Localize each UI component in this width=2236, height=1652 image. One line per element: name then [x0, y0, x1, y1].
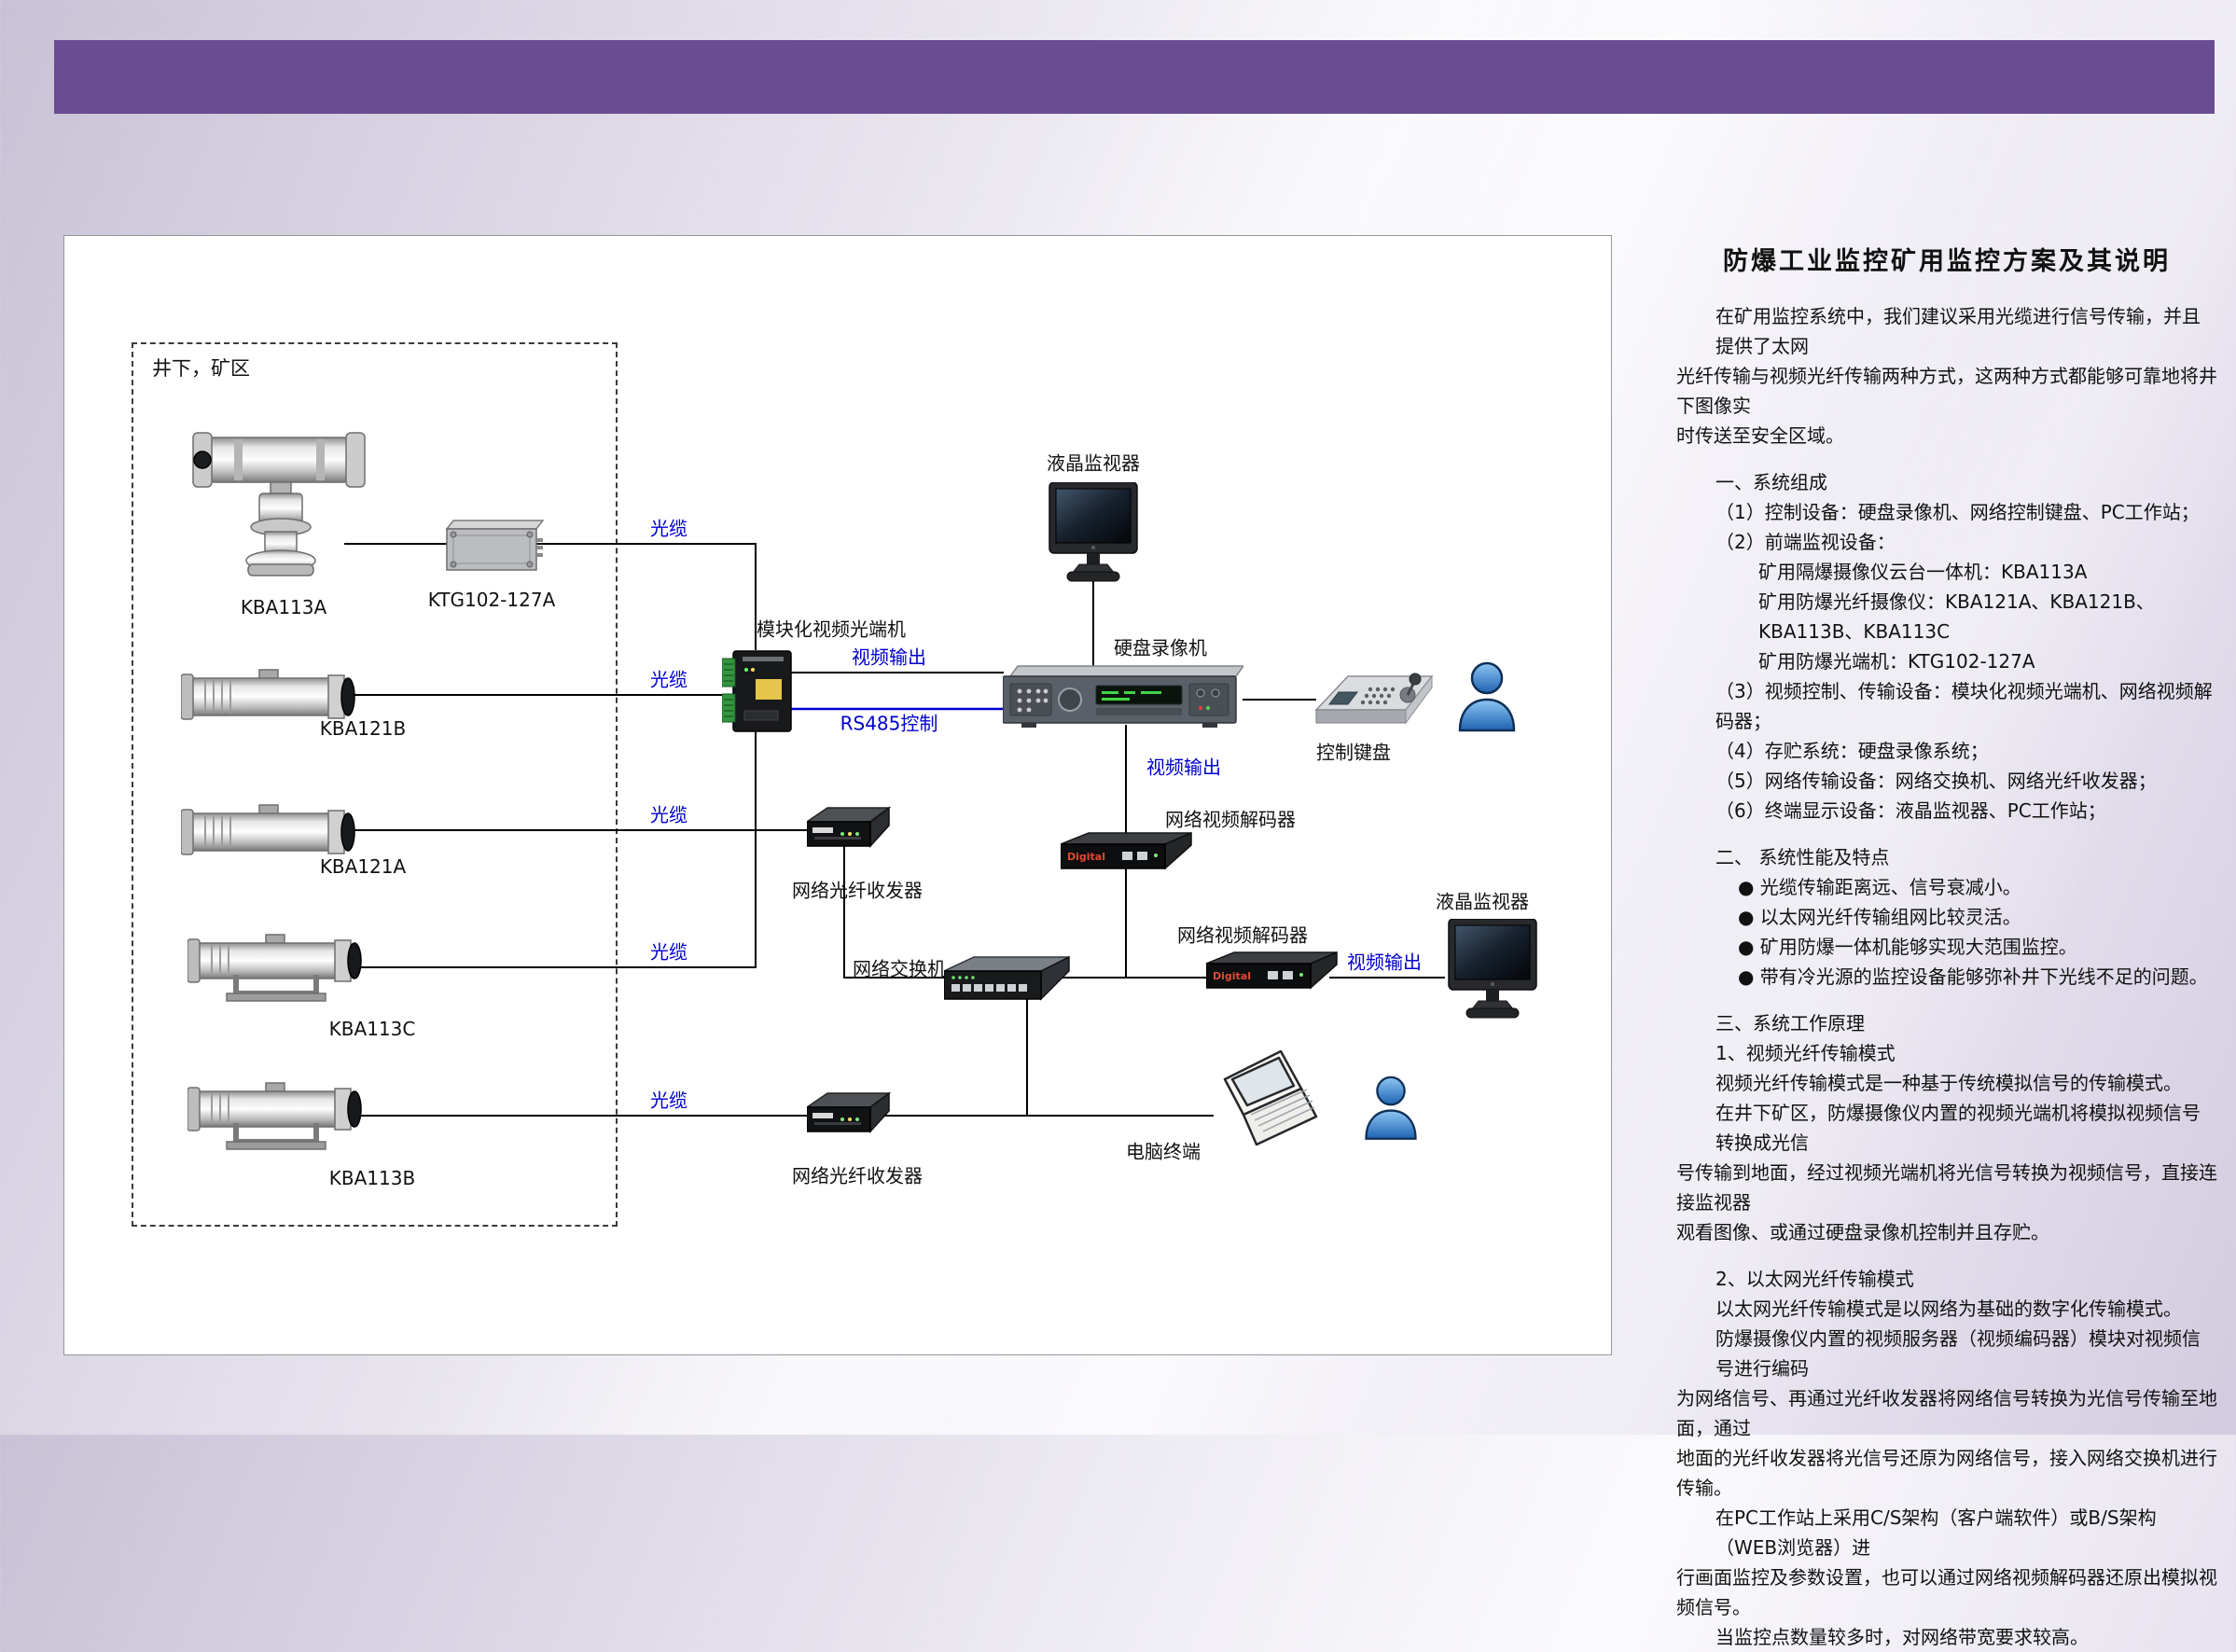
doc-line: 在井下矿区，防爆摄像仪内置的视频光端机将模拟视频信号转换成光信 — [1715, 1102, 2201, 1154]
label-video-decoder2: 网络视频解码器 — [1177, 923, 1308, 947]
doc-line: 行画面监控及参数设置，也可以通过网络视频解码器还原出模拟视频信号。 — [1676, 1566, 2217, 1618]
control-keyboard-icon — [1314, 667, 1434, 729]
label-network-switch: 网络交换机 — [853, 957, 946, 980]
doc-line: 视频光纤传输模式是一种基于传统模拟信号的传输模式。 — [1715, 1072, 2182, 1094]
doc-subheading: 2、以太网光纤传输模式 — [1715, 1268, 1914, 1290]
description-panel: 防爆工业监控矿用监控方案及其说明 在矿用监控系统中，我们建议采用光缆进行信号传输… — [1676, 241, 2217, 1652]
doc-bullet: ● 带有冷光源的监控设备能够弥补井下光线不足的问题。 — [1738, 965, 2208, 988]
label-kba113c: KBA113C — [328, 1018, 416, 1040]
lcd-monitor2-icon — [1445, 919, 1540, 1023]
label-video-decoder1: 网络视频解码器 — [1165, 808, 1296, 831]
doc-line: 矿用防爆光端机：KTG102-127A — [1758, 650, 2035, 673]
label-fiber-3: 光缆 — [650, 803, 687, 826]
label-fiber-5: 光缆 — [650, 1089, 687, 1112]
doc-line: 以太网光纤传输模式是以网络为基础的数字化传输模式。 — [1715, 1298, 2182, 1320]
ptz-camera-kba113a-icon — [180, 423, 381, 600]
doc-section3-heading: 三、系统工作原理 — [1715, 1012, 1865, 1034]
camera-kba121a-icon — [181, 802, 358, 860]
label-rs485: RS485控制 — [840, 712, 938, 735]
doc-line: （4）存贮系统：硬盘录像系统； — [1715, 740, 1989, 762]
video-decoder1-icon: Digital — [1061, 831, 1193, 876]
wire-transceiver1-switch — [843, 844, 946, 979]
wire-kba113c-terminal — [361, 731, 757, 968]
doc-line: 光纤传输与视频光纤传输两种方式，这两种方式都能够可靠地将井下图像实 — [1676, 365, 2217, 417]
doc-bullet: ● 以太网光纤传输组网比较灵活。 — [1738, 906, 2021, 928]
doc-line: 防爆摄像仪内置的视频服务器（视频编码器）模块对视频信号进行编码 — [1715, 1327, 2201, 1380]
doc-line: 号传输到地面，经过视频光端机将光信号转换为视频信号，直接连接监视器 — [1676, 1161, 2217, 1214]
junction-box-ktg102-icon — [443, 518, 544, 576]
doc-line: 当监控点数量较多时，对网络带宽要求较高。 — [1715, 1626, 2089, 1648]
label-lcd-monitor1: 液晶监视器 — [1047, 451, 1140, 475]
label-kba121a: KBA121A — [319, 855, 407, 878]
doc-title: 防爆工业监控矿用监控方案及其说明 — [1723, 247, 2171, 276]
camera-kba113b-icon — [187, 1082, 365, 1155]
fiber-transceiver1-icon — [807, 805, 891, 859]
label-kba113b: KBA113B — [328, 1167, 416, 1189]
doc-line: 在矿用监控系统中，我们建议采用光缆进行信号传输，并且提供了太网 — [1715, 305, 2201, 357]
decoder-brand-text: Digital — [1213, 970, 1251, 982]
label-fiber-2: 光缆 — [650, 668, 687, 691]
camera-kba121b-icon — [181, 667, 358, 725]
doc-section1-heading: 一、系统组成 — [1715, 471, 1827, 493]
dvr-icon — [1003, 665, 1243, 732]
operator-person2-icon — [1361, 1072, 1421, 1141]
doc-line: （6）终端显示设备：液晶监视器、PC工作站； — [1715, 799, 2106, 822]
operator-person1-icon — [1454, 658, 1520, 732]
label-fiber-4: 光缆 — [650, 940, 687, 964]
doc-line: （3）视频控制、传输设备：模块化视频光端机、网络视频解码器； — [1715, 680, 2213, 732]
doc-subheading: 1、视频光纤传输模式 — [1715, 1042, 1896, 1064]
doc-line: 为网络信号、再通过光纤收发器将网络信号转换为光信号传输至地面，通过 — [1676, 1387, 2217, 1439]
label-video-out-3: 视频输出 — [1347, 951, 1422, 974]
header-bar — [54, 40, 2215, 114]
label-fiber-1: 光缆 — [650, 517, 687, 540]
lcd-monitor1-icon — [1046, 482, 1141, 587]
label-optical-terminal: 模块化视频光端机 — [757, 618, 906, 641]
doc-line: 矿用防爆光纤摄像仪：KBA121A、KBA121B、KBA113B、KBA113… — [1758, 590, 2155, 643]
network-switch-icon — [944, 954, 1071, 1003]
doc-bullet: ● 矿用防爆一体机能够实现大范围监控。 — [1738, 936, 2077, 958]
camera-kba113c-icon — [187, 934, 365, 1006]
underground-zone-box: 井下，矿区 — [132, 342, 618, 1227]
label-fiber-transceiver1: 网络光纤收发器 — [792, 879, 923, 902]
decoder-brand-text: Digital — [1067, 851, 1105, 863]
doc-line: 在PC工作站上采用C/S架构（客户端软件）或B/S架构（WEB浏览器）进 — [1715, 1506, 2157, 1559]
zone-label: 井下，矿区 — [152, 357, 250, 380]
doc-bullet: ● 光缆传输距离远、信号衰减小。 — [1738, 876, 2021, 898]
connection-wires — [344, 543, 1445, 1117]
fiber-transceiver2-icon — [807, 1090, 891, 1145]
label-lcd-monitor2: 液晶监视器 — [1436, 890, 1529, 913]
doc-line: 地面的光纤收发器将光信号还原为网络信号，接入网络交换机进行传输。 — [1676, 1447, 2217, 1499]
label-kba121b: KBA121B — [319, 717, 407, 740]
label-video-out-1: 视频输出 — [852, 646, 926, 669]
doc-line: （2）前端监视设备： — [1715, 531, 1896, 553]
diagram-panel: 井下，矿区 — [63, 235, 1612, 1355]
doc-line: （1）控制设备：硬盘录像机、网络控制键盘、PC工作站； — [1715, 501, 2200, 523]
optical-terminal-icon — [722, 649, 793, 733]
video-decoder2-icon: Digital — [1206, 951, 1339, 995]
label-video-out-2: 视频输出 — [1146, 756, 1221, 779]
label-pc-terminal: 电脑终端 — [1126, 1140, 1201, 1163]
doc-line: 矿用隔爆摄像仪云台一体机：KBA113A — [1758, 561, 2088, 583]
doc-line: 观看图像、或通过硬盘录像机控制并且存贮。 — [1676, 1221, 2049, 1243]
label-kba113a: KBA113A — [240, 596, 327, 618]
label-control-keyboard: 控制键盘 — [1316, 741, 1391, 764]
doc-line: （5）网络传输设备：网络交换机、网络光纤收发器； — [1715, 770, 2157, 792]
label-fiber-transceiver2: 网络光纤收发器 — [792, 1164, 923, 1187]
label-dvr: 硬盘录像机 — [1114, 636, 1207, 659]
label-ktg102: KTG102-127A — [427, 589, 556, 611]
doc-section2-heading: 二、 系统性能及特点 — [1715, 846, 1890, 868]
laptop-icon — [1210, 1046, 1318, 1158]
doc-line: 时传送至安全区域。 — [1676, 424, 1844, 447]
